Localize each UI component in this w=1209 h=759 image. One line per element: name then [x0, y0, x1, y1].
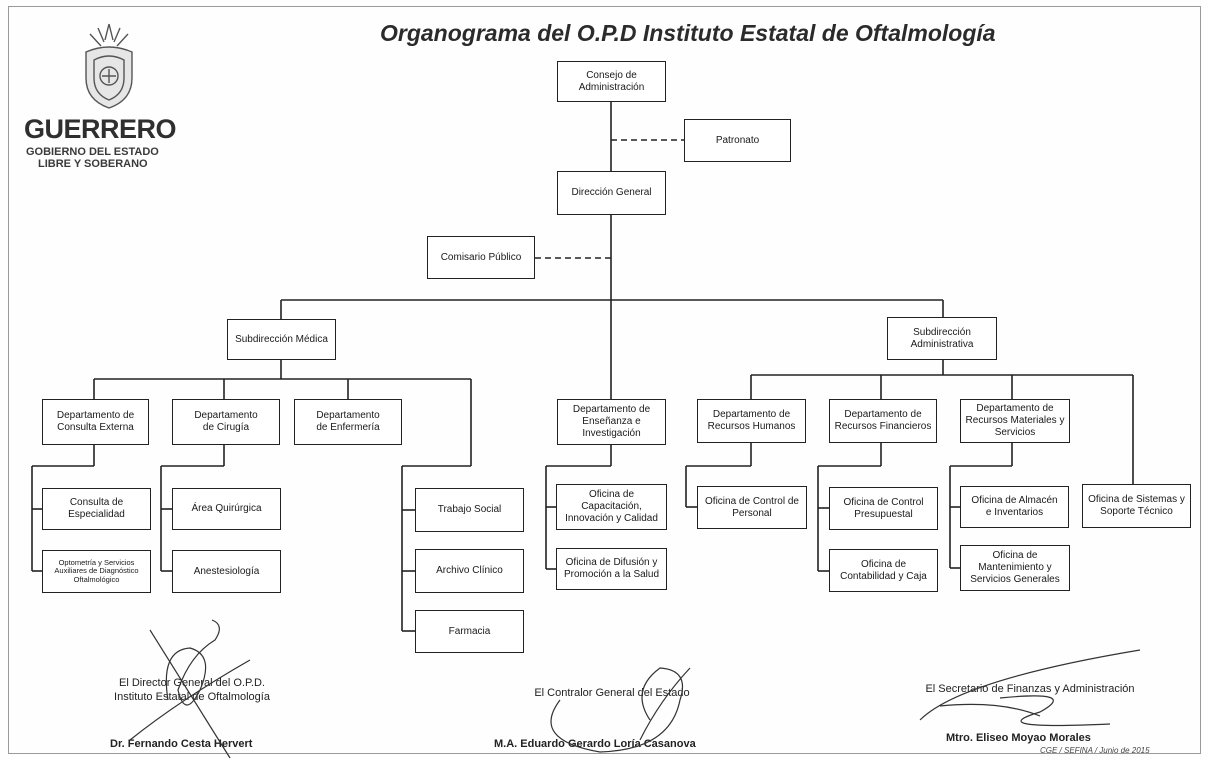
node-dep-ensenanza: Departamento de Enseñanza e Investigació… — [557, 399, 666, 445]
node-optometria: Optometría y Servicios Auxiliares de Dia… — [42, 550, 151, 593]
node-archivo-clinico: Archivo Clínico — [415, 549, 524, 593]
secretario-role: El Secretario de Finanzas y Administraci… — [925, 683, 1135, 695]
state-emblem-icon — [85, 23, 133, 109]
logo-line1: GOBIERNO DEL ESTADO — [26, 146, 159, 158]
node-oficina-capacitacion: Oficina de Capacitación, Innovación y Ca… — [556, 484, 667, 530]
secretario-name: Mtro. Eliseo Moyao Morales — [946, 732, 1091, 744]
node-oficina-difusion: Oficina de Difusión y Promoción a la Sal… — [556, 548, 667, 590]
logo-name: GUERRERO — [24, 114, 177, 144]
node-dep-enfermeria: Departamento de Enfermería — [294, 399, 402, 445]
logo-line2: LIBRE Y SOBERANO — [38, 158, 148, 170]
node-consejo: Consejo de Administración — [557, 61, 666, 102]
footer-note: CGE / SEFINA / Junio de 2015 — [1040, 746, 1150, 755]
node-dep-recursos-materiales: Departamento de Recursos Materiales y Se… — [960, 399, 1070, 443]
node-subdireccion-medica: Subdirección Médica — [227, 319, 336, 360]
node-anestesiologia: Anestesiología — [172, 550, 281, 593]
node-oficina-control-personal: Oficina de Control de Personal — [697, 486, 807, 529]
director-name: Dr. Fernando Cesta Hervert — [110, 738, 253, 750]
node-oficina-almacen: Oficina de Almacén e Inventarios — [960, 486, 1069, 528]
node-dep-recursos-humanos: Departamento de Recursos Humanos — [697, 399, 806, 443]
node-trabajo-social: Trabajo Social — [415, 488, 524, 532]
node-farmacia: Farmacia — [415, 610, 524, 653]
document-frame — [8, 6, 1201, 754]
node-oficina-contabilidad: Oficina de Contabilidad y Caja — [829, 549, 938, 592]
node-direccion-general: Dirección General — [557, 171, 666, 215]
contralor-role: El Contralor General del Estado — [534, 687, 690, 699]
node-area-quirurgica: Área Quirúrgica — [172, 488, 281, 530]
director-role: El Director General del O.P.D. Instituto… — [114, 677, 270, 704]
page-title: Organograma del O.P.D Instituto Estatal … — [380, 20, 996, 46]
node-comisario: Comisario Público — [427, 236, 535, 279]
node-dep-recursos-financieros: Departamento de Recursos Financieros — [829, 399, 937, 443]
node-dep-cirugia: Departamento de Cirugía — [172, 399, 280, 445]
node-oficina-sistemas: Oficina de Sistemas y Soporte Técnico — [1082, 484, 1191, 528]
node-patronato: Patronato — [684, 119, 791, 162]
node-consulta-especialidad: Consulta de Especialidad — [42, 488, 151, 530]
contralor-name: M.A. Eduardo Gerardo Loría Casanova — [494, 738, 696, 750]
node-oficina-mantenimiento: Oficina de Mantenimiento y Servicios Gen… — [960, 545, 1070, 591]
node-oficina-control-presupuestal: Oficina de Control Presupuestal — [829, 487, 938, 530]
node-subdireccion-administrativa: Subdirección Administrativa — [887, 317, 997, 360]
node-dep-consulta-externa: Departamento de Consulta Externa — [42, 399, 149, 445]
